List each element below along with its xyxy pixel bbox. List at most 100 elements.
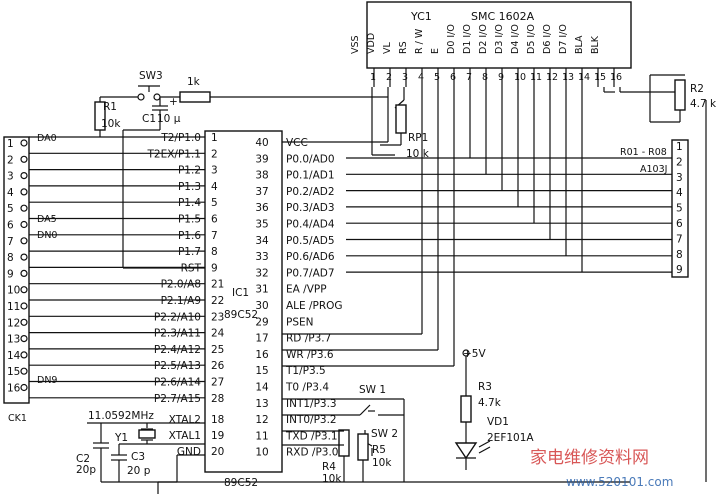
mcu-left-pin-name: P1.6 (178, 230, 201, 242)
left-connector-pin-number: 2 (7, 154, 14, 166)
label-ck1: CK1 (8, 413, 27, 424)
mcu-right-pin-name: RXD /P3.0 (286, 447, 338, 459)
left-connector-pin-terminal (20, 172, 28, 180)
lcd-pin-name: D0 I/O (446, 24, 457, 54)
mcu-left-pin-number: 2 (211, 148, 218, 160)
left-connector-pin-number: 11 (7, 301, 20, 313)
left-connector-pin-terminal (20, 269, 28, 277)
lcd-pin-number: 3 (402, 72, 408, 83)
mcu-right-pin-number: 30 (255, 300, 268, 312)
lcd-pin-name: D2 I/O (478, 24, 489, 54)
mcu-right-pin-name: P0.0/AD0 (286, 153, 335, 165)
mcu-left-pin-number: 9 (211, 262, 218, 274)
mcu-right-pin-number: 35 (255, 219, 268, 231)
left-connector-pin-number: 12 (7, 317, 20, 329)
mcu-right-pin-name: T1/P3.5 (285, 365, 326, 377)
vd1-label: VD1 (487, 416, 509, 428)
mcu-left-pin-number: 6 (211, 214, 218, 226)
lcd-pin-name: RS (398, 41, 409, 54)
left-connector-pin-terminal (20, 139, 28, 147)
left-connector-pin-number: 10 (7, 285, 20, 297)
mcu-left-pin-number: 3 (211, 165, 218, 177)
mcu-left-pin-name: T2/P1.0 (160, 132, 201, 144)
watermark-cn: 家电维修资料网 (530, 448, 649, 468)
mcu-right-pin-number: 37 (255, 186, 268, 198)
mcu-right-pin-number: 12 (255, 414, 268, 426)
mcu-left-pin-number: 20 (211, 446, 224, 458)
mcu-left-pin-number: 19 (211, 430, 224, 442)
right-connector-pin-number: 8 (676, 249, 683, 261)
left-connector-pin-number: 7 (7, 236, 14, 248)
mcu-right-pin-number: 33 (255, 251, 268, 263)
lcd-pin-number: 12 (546, 72, 558, 83)
r1-label: R1 (103, 101, 117, 113)
mcu-right-pin-number: 34 (255, 235, 269, 247)
r2 (674, 79, 686, 111)
r4-label: R4 (322, 461, 336, 473)
r3-value: 4.7k (478, 397, 502, 409)
mcu-right-pin-name: VCC (286, 137, 308, 149)
mcu-left-pin-name: P2.1/A9 (161, 295, 201, 307)
lcd-pin-name: D6 I/O (542, 24, 553, 54)
lcd-model: SMC 1602A (471, 10, 535, 23)
mcu-left-pin-number: 22 (211, 295, 224, 307)
mcu-right-pin-name: P0.3/AD3 (286, 202, 335, 214)
c3-label: C3 (131, 451, 145, 463)
mcu-right-pin-name: P0.2/AD2 (286, 186, 335, 198)
mcu-left-pin-name: P1.7 (178, 246, 201, 258)
mcu-left-pin-name: P2.6/A14 (154, 377, 201, 389)
rnet-ref: R01 - R08 (620, 147, 667, 158)
left-connector-pin-number: 5 (7, 203, 14, 215)
lcd-pin-number: 8 (482, 72, 488, 83)
mcu-right-pin-number: 36 (255, 202, 269, 214)
mcu-left-pin-name: P1.4 (178, 197, 201, 209)
left-connector-pin-number: 3 (7, 171, 14, 183)
left-connector-pin-number: 6 (7, 220, 14, 232)
label-dn9: DN9 (37, 375, 57, 386)
mcu-model-inside: 89C52 (224, 309, 258, 321)
label-da0: DA0 (37, 133, 57, 144)
lcd-pin-number: 5 (434, 72, 440, 83)
r-1k-label: 1k (187, 76, 201, 88)
r3-label: R3 (478, 381, 492, 393)
mcu-right-pin-name: INT1/P3.3 (286, 398, 337, 410)
mcu-right-pin-name: P0.6/AD6 (286, 251, 335, 263)
mcu-right-pin-name: INT0/P3.2 (286, 414, 337, 426)
mcu-right-pin-number: 17 (255, 333, 268, 345)
lcd-pin-number: 13 (562, 72, 574, 83)
right-connector-pin-number: 1 (676, 141, 683, 153)
left-connector-pin-terminal (20, 367, 28, 375)
lcd-pin-number: 4 (418, 72, 424, 83)
vd1-diode (454, 442, 478, 460)
mcu-right-pin-number: 31 (255, 284, 268, 296)
left-connector-pin-terminal (20, 383, 28, 392)
right-connector: R01 - R08 A103J (620, 139, 689, 278)
right-connector-body (671, 139, 689, 278)
right-connector-pin-number: 6 (676, 218, 683, 230)
r5-value: 10k (372, 457, 392, 469)
mcu-left-pin-name: P2.5/A13 (154, 360, 201, 372)
mcu-left-pin-number: 28 (211, 393, 224, 405)
c1-value: 10 μ (157, 113, 181, 125)
rnet-value: A103J (640, 164, 667, 175)
mcu-left-pin-name: P2.7/A15 (154, 393, 201, 405)
left-connector-pin-terminal (20, 351, 28, 359)
lcd-pin-number: 14 (578, 72, 590, 83)
rp1-label: RP1 (408, 132, 428, 144)
lcd-pin-number: 11 (530, 72, 542, 83)
mcu-left-pin-name: P2.0/A8 (161, 279, 201, 291)
lcd-pin-number: 10 (514, 72, 526, 83)
mcu-right-pin-name: P0.4/AD4 (286, 219, 335, 231)
lcd-pin-name: R / W (414, 28, 425, 54)
left-connector-pin-terminal (20, 335, 28, 343)
mcu-left-pin-name: P2.2/A10 (154, 311, 201, 323)
sw1-label: SW 1 (359, 384, 386, 396)
mcu-left-pin-name: T2EX/P1.1 (147, 148, 202, 160)
mcu-left-pin-number: 23 (211, 311, 224, 323)
mcu-right-pin-number: 32 (255, 267, 268, 279)
mcu-right-pin-name: P0.7/AD7 (286, 267, 335, 279)
